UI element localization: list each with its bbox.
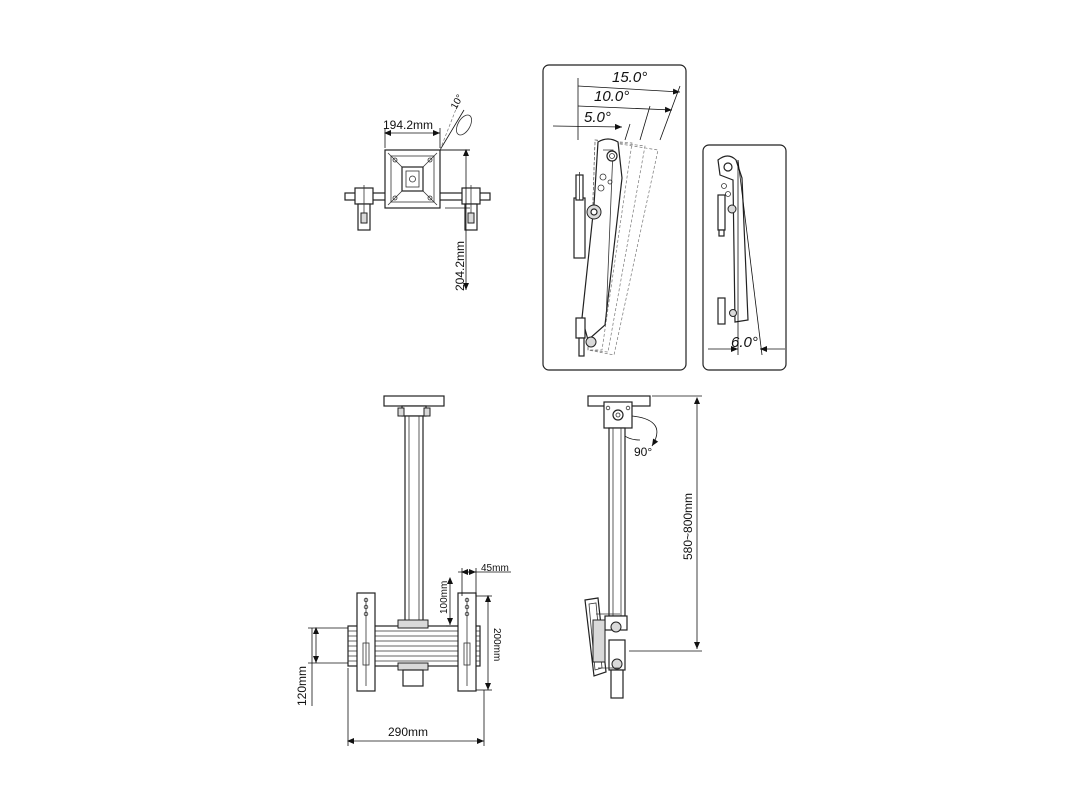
height-200-label: 200mm xyxy=(491,628,502,661)
tilt-6-label: 6.0° xyxy=(731,334,758,351)
tilt-panel-frame xyxy=(542,64,687,371)
tilt-10-label: 10.0° xyxy=(594,88,629,105)
height-range-label: 580~800mm xyxy=(681,493,695,560)
offset-45-label: 45mm xyxy=(481,563,509,574)
tilt-15-label: 15.0° xyxy=(612,69,647,86)
top-width-label: 194.2mm xyxy=(383,118,433,132)
tilt-detail-panel: 15.0° 10.0° 5.0° xyxy=(542,64,687,371)
tilt6-panel-frame xyxy=(702,144,787,371)
swivel-label: 90° xyxy=(634,445,652,459)
top-view: 194.2mm 10° 204.2mm xyxy=(344,93,491,291)
tilt-6-panel: 6.0° xyxy=(702,144,787,371)
front-view: 45mm 100mm 200mm 120mm 290mm xyxy=(295,395,511,746)
top-angle-label: 10° xyxy=(449,93,466,112)
width-290-label: 290mm xyxy=(388,725,428,739)
top-height-label: 204.2mm xyxy=(453,241,467,291)
height-120-label: 120mm xyxy=(295,666,309,706)
tilt-5-label: 5.0° xyxy=(584,109,611,126)
spacing-100-label: 100mm xyxy=(439,581,450,614)
side-view: 90° 580~800mm xyxy=(584,395,702,699)
